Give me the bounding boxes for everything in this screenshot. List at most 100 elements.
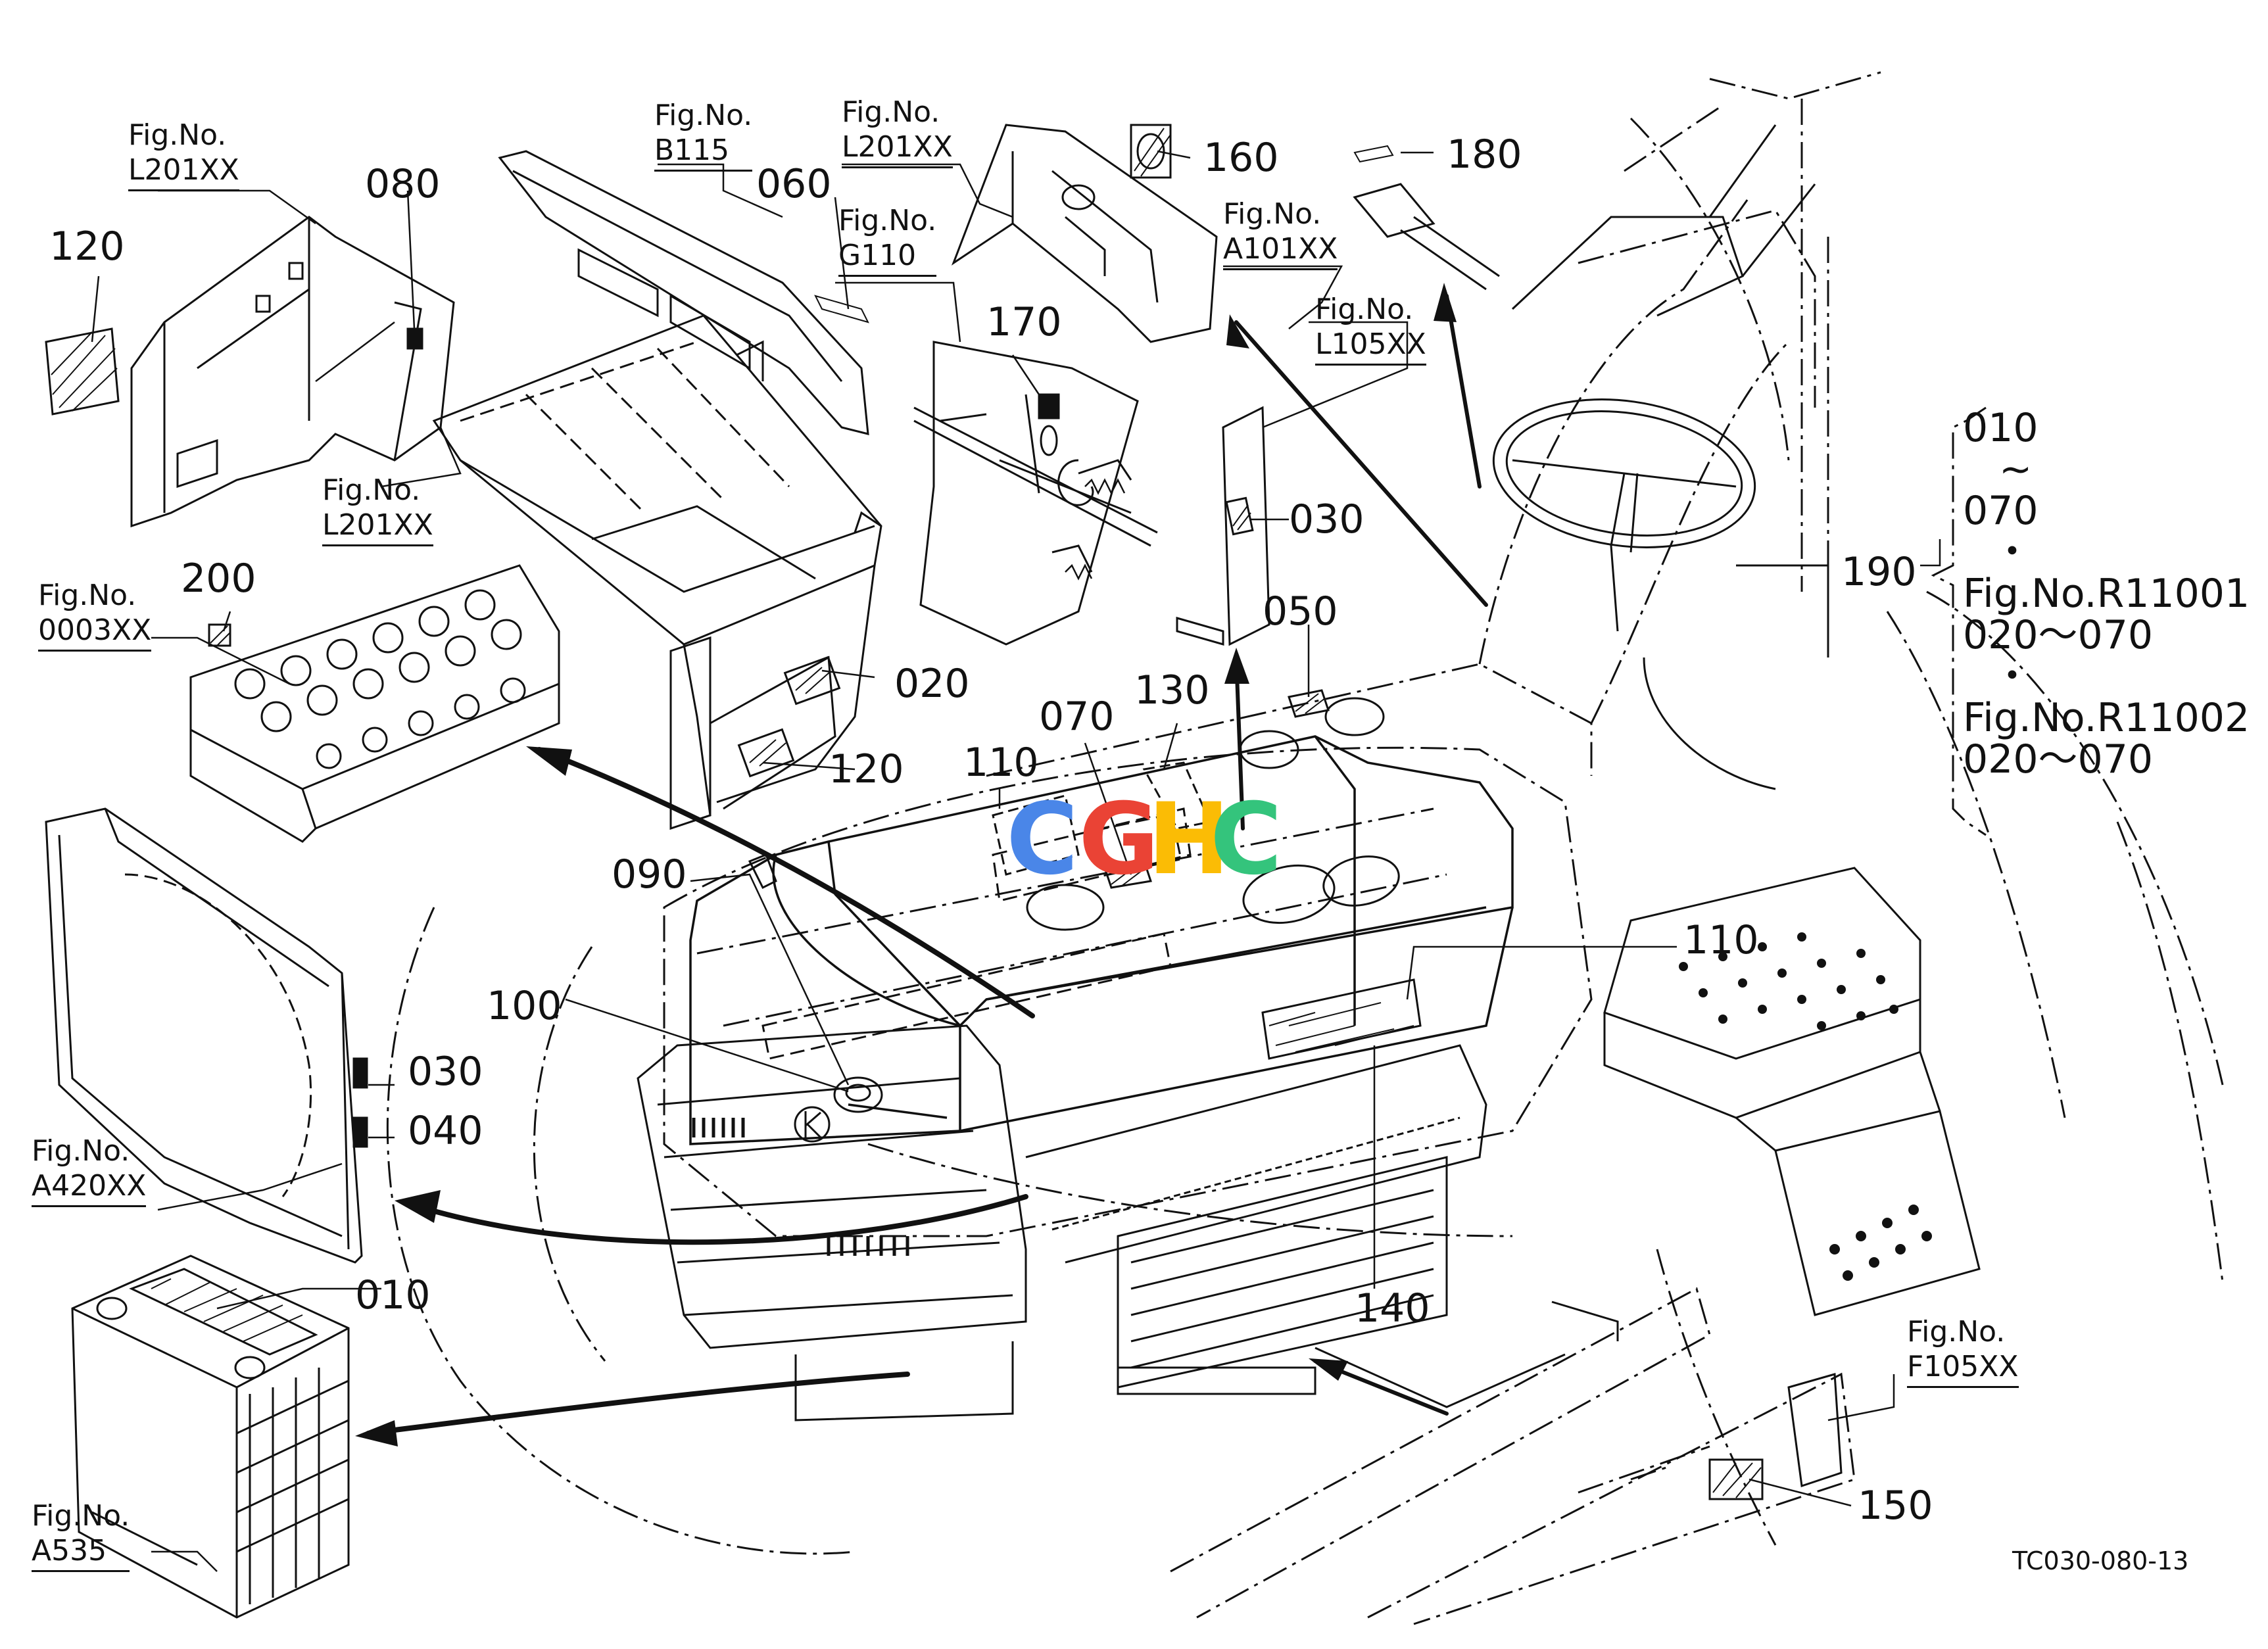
decal-180 — [1353, 145, 1394, 163]
part-150: 150 — [1858, 1483, 1933, 1529]
bracket-g110 — [919, 341, 1139, 646]
part-180: 180 — [1447, 131, 1522, 178]
watermark-logo: C G H C — [1006, 782, 1282, 897]
part-020: 020 — [894, 661, 970, 707]
sticker-110-small — [992, 794, 1080, 876]
legend-line-7: ・ — [1992, 654, 2032, 700]
arrow-heads — [355, 283, 1457, 1446]
leader-lines — [91, 150, 1941, 1572]
steering-wheel — [1492, 398, 1756, 632]
part-030-shroud: 030 — [408, 1049, 483, 1095]
assembly-arrows — [366, 294, 1488, 1436]
side-cover-l201-left — [130, 216, 455, 528]
decal-070 — [1103, 860, 1152, 889]
side-panel-020 — [669, 636, 841, 830]
seat-fender — [1511, 124, 1829, 790]
bracket-g110-spring — [1065, 478, 1126, 581]
watermark-letter-3: H — [1147, 782, 1230, 897]
watermark-letter-1: C — [1006, 782, 1079, 897]
battery — [71, 1255, 350, 1619]
clip-080 — [406, 327, 423, 350]
lever-180 — [1353, 183, 1500, 291]
part-170: 170 — [986, 299, 1062, 345]
fig-ref-l201-middle: Fig.No.L201XX — [322, 473, 433, 546]
part-100: 100 — [487, 983, 562, 1029]
decal-040-shroud — [352, 1116, 368, 1148]
part-190: 190 — [1841, 549, 1917, 595]
decal-160 — [1130, 124, 1172, 179]
fig-ref-l201-left: Fig.No.L201XX — [128, 118, 239, 191]
front-vents — [692, 1118, 909, 1256]
cylinder-head-ports — [234, 589, 526, 769]
part-030-plate: 030 — [1289, 496, 1364, 542]
side-decal-110 — [1261, 978, 1422, 1060]
part-050: 050 — [1263, 588, 1338, 634]
decal-150 — [1708, 1458, 1764, 1500]
decal-120-left — [45, 327, 120, 416]
decal-050 — [1288, 689, 1330, 718]
fan-shroud — [45, 807, 363, 1264]
fig-ref-a535: Fig.No.A535 — [32, 1499, 130, 1572]
hood-top-panel — [432, 314, 882, 823]
hood-top-ovals — [1026, 697, 1400, 931]
fuel-cap — [833, 1076, 883, 1113]
legend-line-2: ~ — [1999, 446, 2033, 492]
cylinder-head — [189, 564, 560, 843]
legend-line-4: ・ — [1992, 529, 2032, 575]
part-110-top: 110 — [963, 740, 1039, 786]
fig-ref-0003: Fig.No.0003XX — [38, 579, 152, 652]
frame-rail-solid — [1315, 1301, 1843, 1487]
hood-sticker-outlines — [761, 807, 1192, 1060]
front-bezel-b115 — [498, 150, 869, 435]
part-080: 080 — [365, 161, 441, 207]
part-070: 070 — [1039, 694, 1115, 740]
watermark-letter-2: G — [1078, 782, 1160, 897]
cap-090 — [748, 853, 777, 890]
part-060: 060 — [756, 161, 832, 207]
drawing-code: TC030-080-13 — [2012, 1546, 2189, 1575]
legend-line-3: 070 — [1963, 488, 2039, 534]
step-platform — [1603, 867, 1981, 1316]
shaft-170 — [913, 406, 1158, 547]
legend-line-8: Fig.No.R11002 — [1963, 695, 2250, 741]
part-090: 090 — [612, 851, 687, 897]
legend-line-9: 020～070 — [1963, 736, 2154, 782]
fig-ref-a101: Fig.No.A101XX — [1223, 197, 1338, 270]
fig-ref-a420: Fig.No.A420XX — [32, 1134, 147, 1207]
fig-ref-g110: Fig.No.G110 — [838, 204, 937, 277]
frame-rail — [1170, 1287, 1856, 1625]
decal-030-shroud — [352, 1057, 368, 1089]
hood-top-panel-dashes — [460, 341, 790, 514]
legend-190-group: 010 ~ 070 ・ Fig.No.R11001 020～070 ・ Fig.… — [1963, 408, 2250, 780]
part-040: 040 — [408, 1108, 483, 1154]
fig-ref-l105: Fig.No.L105XX — [1315, 293, 1426, 366]
fig-ref-l201-top: Fig.No.L201XX — [842, 95, 953, 168]
fig-ref-f105: Fig.No.F105XX — [1907, 1315, 2019, 1388]
battery-label-hatch — [151, 1278, 303, 1342]
step-holes — [1679, 932, 1932, 1281]
legend-line-6: 020～070 — [1963, 612, 2154, 658]
decal-060 — [814, 295, 869, 323]
front-grille — [637, 1024, 1487, 1422]
brand-emblem — [794, 1106, 831, 1143]
part-140: 140 — [1355, 1285, 1430, 1331]
part-120-panel: 120 — [829, 746, 904, 792]
legend-brace — [1931, 406, 1987, 836]
part-120-left: 120 — [49, 224, 125, 270]
plate-l105 — [1176, 406, 1270, 646]
legend-line-1: 010 — [1963, 405, 2039, 451]
part-010: 010 — [355, 1272, 431, 1318]
part-200: 200 — [181, 556, 256, 602]
part-160: 160 — [1203, 135, 1279, 181]
part-110-side: 110 — [1683, 917, 1759, 963]
watermark-letter-4: C — [1210, 782, 1283, 897]
sticker-130 — [1142, 761, 1212, 830]
dash-panel-l201 — [951, 124, 1218, 343]
part-130: 130 — [1134, 667, 1210, 713]
fig-ref-b115: Fig.No.B115 — [654, 99, 753, 172]
decal-200 — [208, 623, 231, 647]
clip-170 — [1038, 393, 1060, 419]
legend-line-5: Fig.No.R11001 — [1963, 571, 2250, 617]
